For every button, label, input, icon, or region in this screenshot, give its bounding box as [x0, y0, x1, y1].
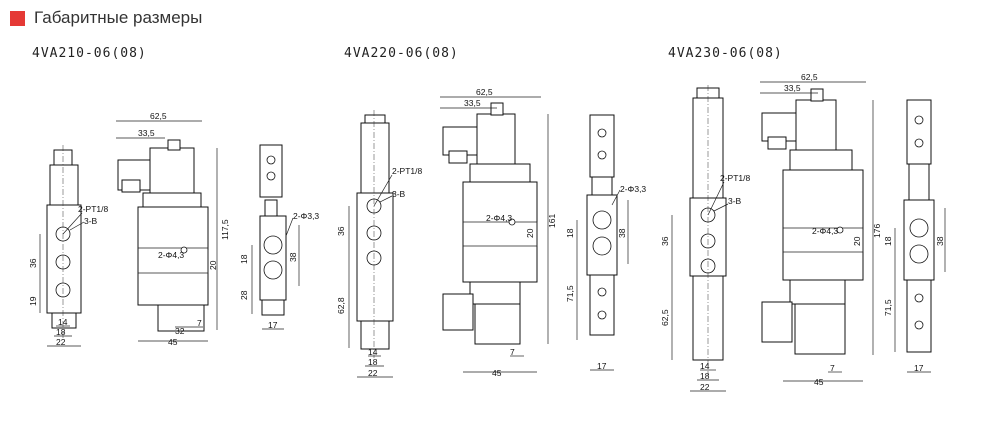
dim-18: 18	[56, 327, 66, 337]
model-title-2: 4VA220-06(08)	[344, 46, 459, 61]
dim-18: 18	[368, 357, 378, 367]
dim-7: 7	[830, 363, 835, 373]
dim-38: 38	[288, 252, 298, 262]
dim-20: 20	[525, 228, 535, 238]
dim-33-5: 33,5	[138, 128, 155, 138]
section-title: Габаритные размеры	[34, 8, 203, 27]
dim-36: 36	[28, 258, 38, 268]
label-b: 3-B	[84, 216, 98, 226]
dim-36: 36	[336, 226, 346, 236]
label-mount-hole: 2-Φ4,3	[812, 226, 838, 236]
dim-18-end: 18	[239, 254, 249, 264]
dim-14: 14	[368, 347, 378, 357]
label-mount-hole: 2-Φ4,3	[158, 250, 184, 260]
dim-28: 28	[239, 290, 249, 300]
dim-22: 22	[700, 382, 710, 392]
label-port: 2-PT1/8	[392, 166, 423, 176]
dim-33-5: 33,5	[784, 83, 801, 93]
dim-176: 176	[872, 224, 882, 238]
dim-20: 20	[208, 260, 218, 270]
label-port: 2-PT1/8	[720, 173, 751, 183]
dim-7: 7	[197, 318, 202, 328]
label-b: 3-B	[728, 196, 742, 206]
dim-17: 17	[268, 320, 278, 330]
dim-62-5: 62,5	[150, 111, 167, 121]
dim-20: 20	[852, 236, 862, 246]
end-view	[586, 114, 618, 336]
dim-62-5: 62,5	[660, 309, 670, 326]
dim-62-5: 62,5	[476, 87, 493, 97]
dim-45: 45	[168, 337, 178, 347]
dim-14: 14	[58, 317, 68, 327]
dim-36: 36	[660, 236, 670, 246]
side-view	[117, 139, 209, 332]
dim-117-5: 117,5	[220, 219, 230, 240]
dim-14: 14	[700, 361, 710, 371]
drawing-4va210: 2-PT1/8 3-B 36 19 14 18 22 62,5 33,5 2-Φ…	[28, 111, 319, 347]
red-square-icon	[10, 10, 25, 26]
side-view	[442, 102, 538, 345]
dim-18-end: 18	[565, 228, 575, 238]
dim-17: 17	[597, 361, 607, 371]
dim-38: 38	[935, 236, 945, 246]
dim-18-end: 18	[883, 236, 893, 246]
dim-45: 45	[814, 377, 824, 387]
drawing-4va230: 2-PT1/8 3-B 36 62,5 14 18 22 62,5 33,5	[660, 72, 946, 392]
dim-17: 17	[914, 363, 924, 373]
front-view	[46, 145, 85, 340]
dim-71-5: 71,5	[565, 285, 575, 302]
end-view	[903, 99, 935, 353]
side-view	[761, 88, 864, 355]
label-hole-dia: 2-Φ3,3	[293, 211, 319, 221]
dim-71-5: 71,5	[883, 299, 893, 316]
dim-22: 22	[368, 368, 378, 378]
dim-38: 38	[617, 228, 627, 238]
label-port: 2-PT1/8	[78, 204, 109, 214]
dim-32: 32	[175, 326, 185, 336]
dim-19: 19	[28, 296, 38, 306]
dim-62-5-top: 62,5	[801, 72, 818, 82]
dim-7: 7	[510, 347, 515, 357]
dim-161: 161	[547, 214, 557, 228]
dim-22: 22	[56, 337, 66, 347]
drawing-4va220: 2-PT1/8 3-B 36 62,8 14 18 22 62,5 33,5	[336, 87, 646, 378]
dim-33-5: 33,5	[464, 98, 481, 108]
front-view	[356, 110, 394, 360]
label-b: 3-B	[392, 189, 406, 199]
label-hole-dia: 2-Φ3,3	[620, 184, 646, 194]
label-mount-hole: 2-Φ4,3	[486, 213, 512, 223]
model-title-3: 4VA230-06(08)	[668, 46, 783, 61]
section-header: Габаритные размеры	[10, 8, 202, 28]
model-title-1: 4VA210-06(08)	[32, 46, 147, 61]
dim-45: 45	[492, 368, 502, 378]
front-view	[689, 85, 729, 375]
dim-62-8: 62,8	[336, 297, 346, 314]
dim-18: 18	[700, 371, 710, 381]
end-view	[259, 144, 287, 316]
